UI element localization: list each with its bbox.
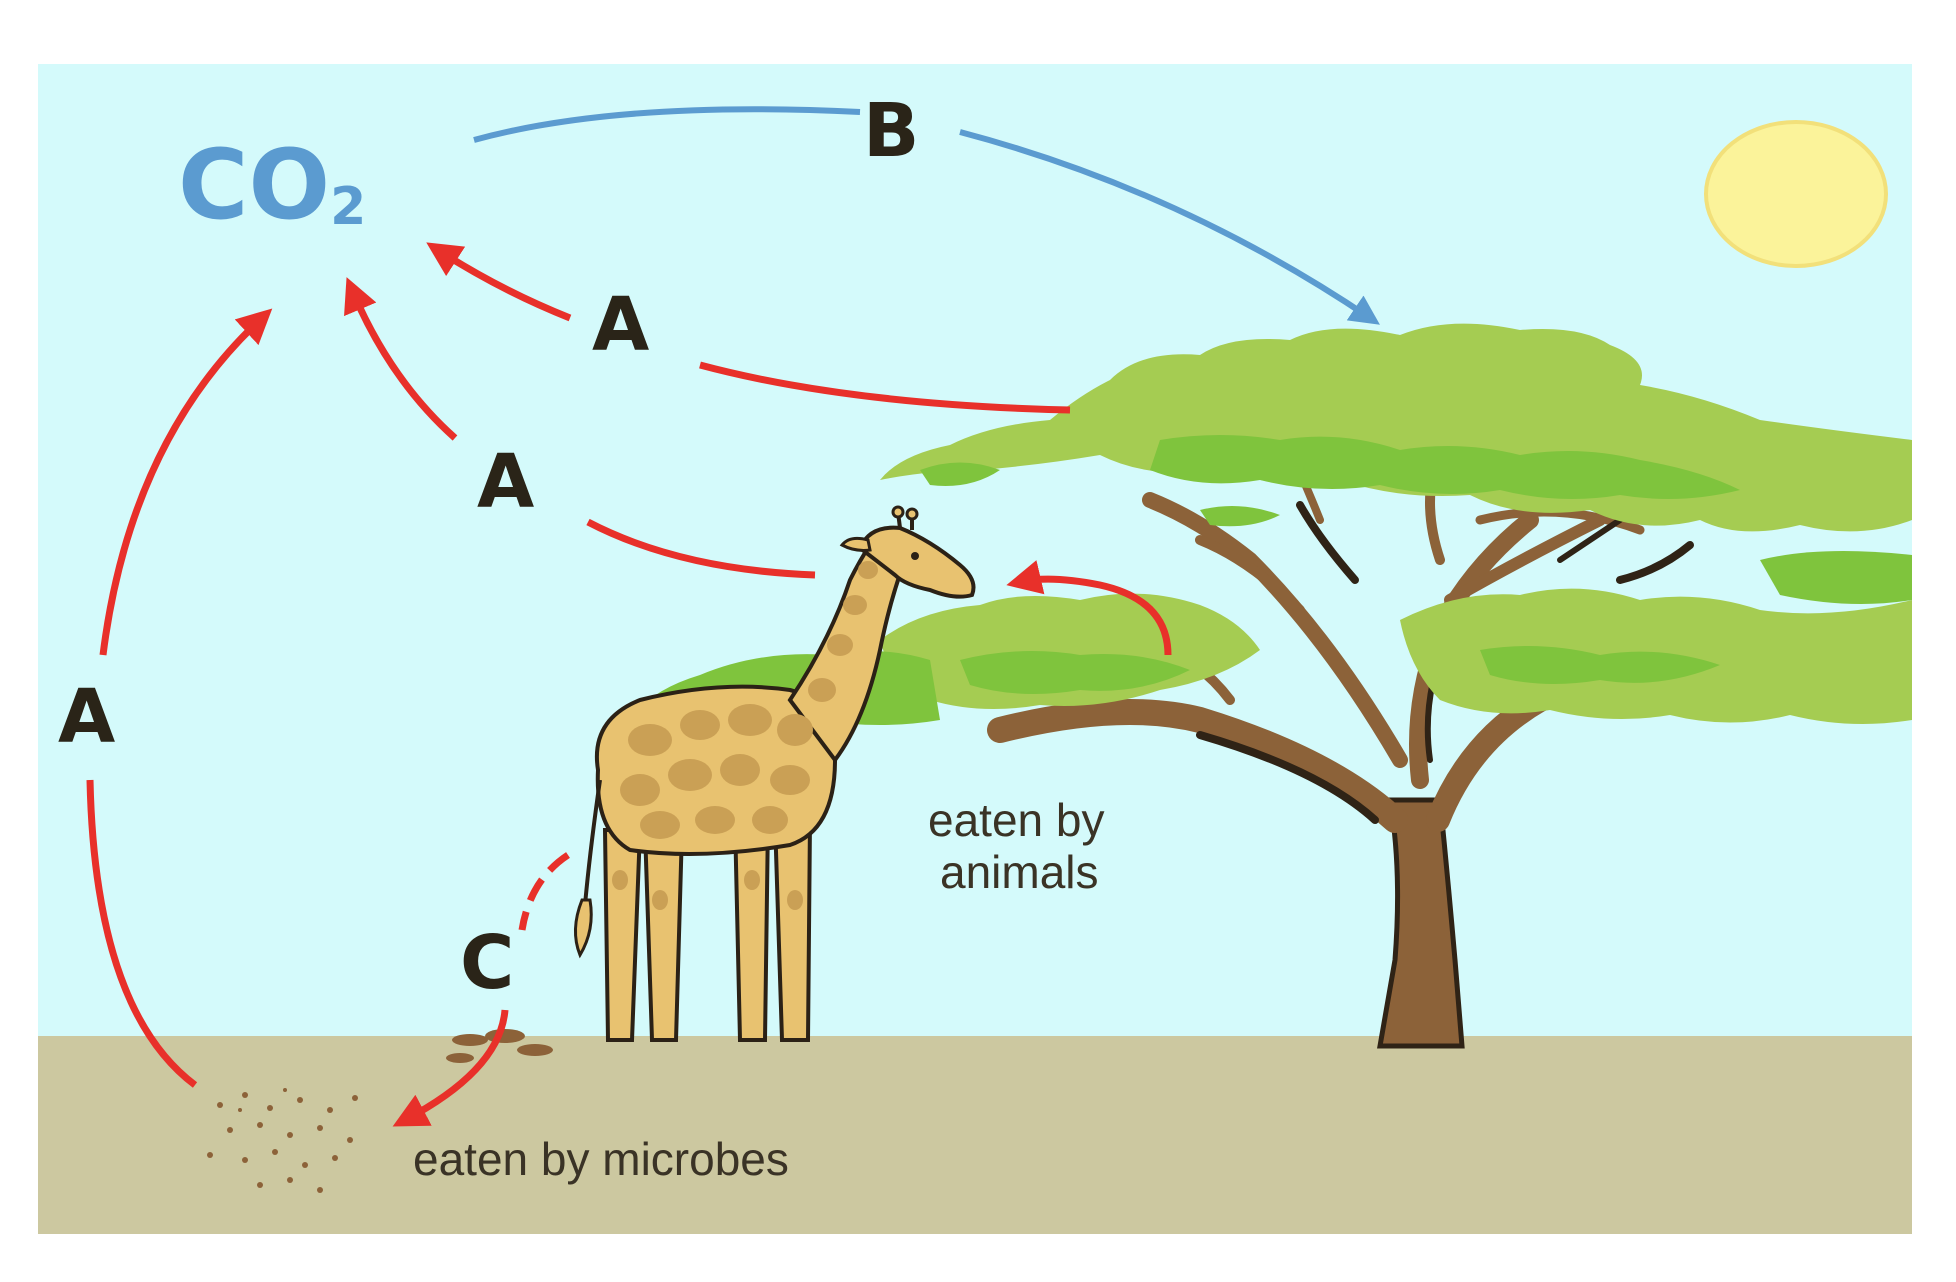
caption-eaten-by-microbes: eaten by microbes [413, 1133, 789, 1185]
arrow-a-animal-left-segment [344, 277, 458, 441]
caption-eaten-by-animals-line1: eaten by [928, 794, 1104, 846]
acacia-tree [880, 323, 1912, 1049]
ground [38, 1036, 1912, 1234]
co2-label: CO2 [178, 129, 366, 241]
label-a-microbes: A [58, 674, 115, 760]
sun [1704, 120, 1888, 268]
arrow-a-animal-right-segment [586, 518, 816, 579]
label-b: B [863, 88, 919, 174]
label-a-tree: A [592, 282, 649, 368]
arrow-a-microbes-upper-segment [99, 308, 273, 656]
label-c: C [460, 920, 514, 1006]
arrow-a-tree-right-segment [699, 361, 1071, 414]
microbes-particles [207, 1088, 358, 1193]
arrow-c-to-microbes [392, 1009, 509, 1127]
arrow-eaten-by-animals [1006, 560, 1172, 656]
co2-subscript: 2 [330, 177, 366, 237]
arrow-b-left-segment [473, 106, 861, 143]
sky-background [38, 64, 1912, 1049]
giraffe [574, 505, 976, 1042]
arrow-a-microbes-lower-segment [86, 779, 198, 1088]
arrow-a-tree-left-segment [426, 242, 572, 322]
label-a-animal: A [477, 439, 534, 525]
caption-eaten-by-animals-line2: animals [940, 846, 1099, 898]
arrow-b-right-segment [959, 129, 1380, 325]
arrow-c-waste-dashed [518, 852, 570, 931]
